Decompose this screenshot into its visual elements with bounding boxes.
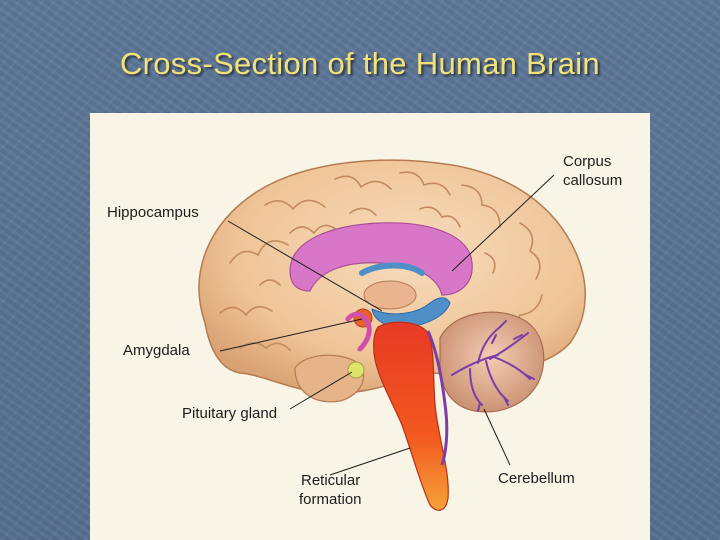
label-reticular-formation-line2: formation xyxy=(299,491,362,508)
pituitary-gland xyxy=(348,362,364,378)
label-hippocampus: Hippocampus xyxy=(107,204,199,221)
slide-title: Cross-Section of the Human Brain xyxy=(0,46,720,82)
label-pituitary-gland: Pituitary gland xyxy=(182,405,277,422)
label-corpus-callosum-line2: callosum xyxy=(563,172,622,189)
diagram-panel: Corpus callosum Hippocampus Amygdala Pit… xyxy=(90,113,650,540)
label-reticular-formation-line1: Reticular xyxy=(301,472,360,489)
label-corpus-callosum-line1: Corpus xyxy=(563,153,611,170)
cerebellum xyxy=(440,312,544,412)
label-amygdala: Amygdala xyxy=(123,342,190,359)
brain-diagram: Corpus callosum Hippocampus Amygdala Pit… xyxy=(90,113,650,540)
label-cerebellum: Cerebellum xyxy=(498,470,575,487)
